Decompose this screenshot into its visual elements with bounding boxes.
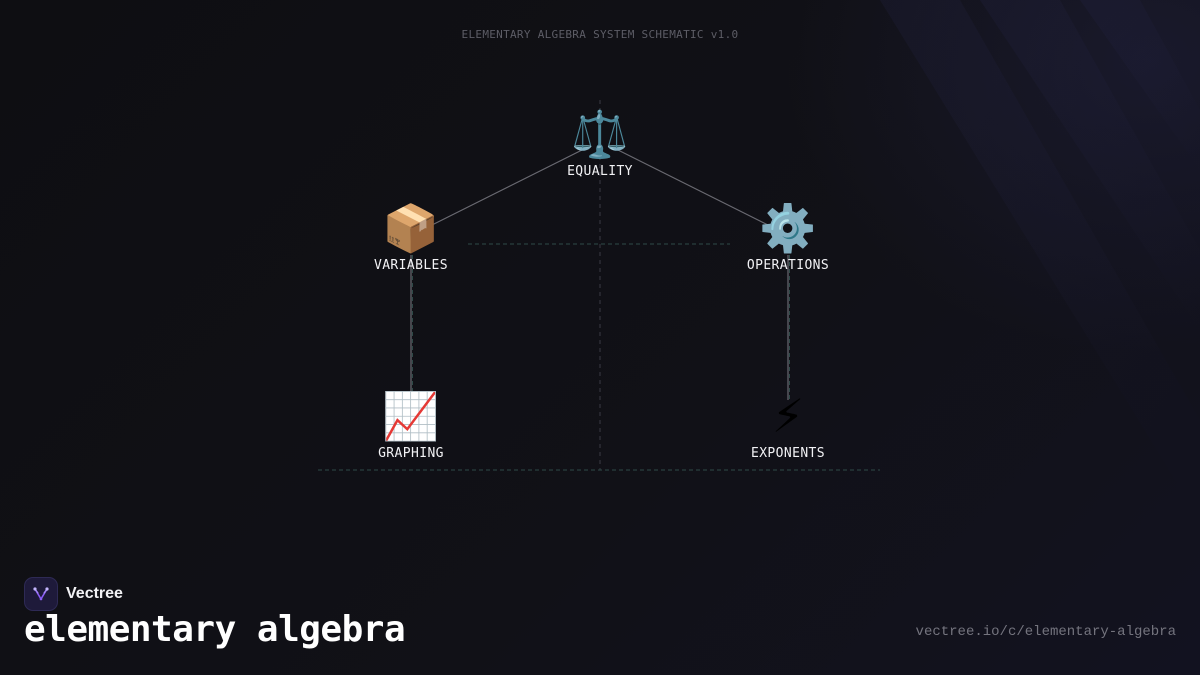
edge-equality-variables [431, 149, 583, 226]
node-label-exponents: EXPONENTS [750, 446, 826, 461]
node-label-graphing: GRAPHING [378, 446, 444, 461]
node-exponents[interactable]: ⚡ EXPONENTS [718, 388, 858, 461]
package-box-icon: 📦 [382, 201, 440, 255]
schematic-caption: ELEMENTARY ALGEBRA SYSTEM SCHEMATIC v1.0 [461, 28, 739, 41]
node-variables[interactable]: 📦 VARIABLES [341, 200, 481, 273]
vectree-logo-icon [24, 577, 58, 611]
node-operations[interactable]: ⚙️ OPERATIONS [718, 200, 858, 273]
page-title: elementary algebra [24, 609, 406, 650]
node-label-operations: OPERATIONS [746, 258, 830, 273]
node-equality[interactable]: ⚖️ EQUALITY [530, 106, 670, 179]
chart-increasing-icon: 📈 [382, 389, 440, 443]
brand-name: Vectree [66, 585, 123, 602]
node-label-equality: EQUALITY [567, 164, 633, 179]
balance-scale-icon: ⚖️ [571, 107, 629, 161]
page-url-link[interactable]: vectree.io/c/elementary-algebra [915, 624, 1176, 640]
lightning-bolt-icon: ⚡ [771, 389, 805, 443]
node-graphing[interactable]: 📈 GRAPHING [341, 388, 481, 461]
brand[interactable]: Vectree [24, 577, 123, 611]
gear-icon: ⚙️ [759, 201, 817, 255]
edge-equality-operations [617, 149, 769, 226]
node-label-variables: VARIABLES [373, 258, 449, 273]
